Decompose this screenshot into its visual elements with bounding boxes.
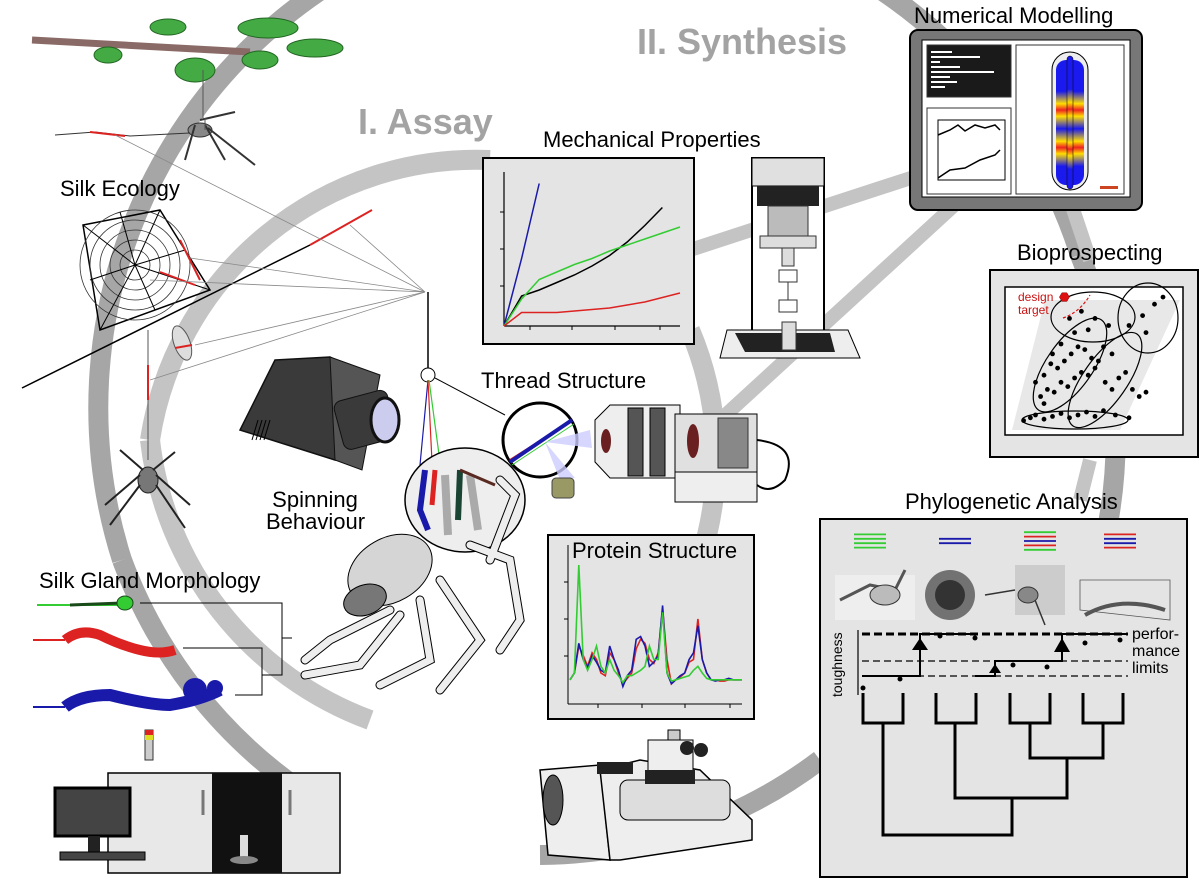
section-title-mechanical-properties: Mechanical Properties (543, 127, 761, 152)
scatter-point (1028, 415, 1033, 421)
scatter-point (1041, 416, 1047, 422)
phase-label-assay: I. Assay (358, 101, 493, 142)
tree-branch (31, 17, 344, 118)
scatter-point (1130, 387, 1135, 392)
taxon-web-4 (1079, 579, 1171, 621)
scatter-point (1045, 387, 1050, 392)
scatter-point (1058, 411, 1064, 416)
modelling-monitor (909, 29, 1143, 211)
scatter-point (1065, 384, 1071, 389)
scatter-point (1136, 394, 1142, 399)
silk-radiating-lines (114, 134, 426, 381)
xray-instrument-icon (594, 404, 790, 503)
wrapped-prey-icon (147, 325, 193, 460)
scatter-point (1062, 358, 1067, 364)
dangling-spider-icon (104, 449, 191, 529)
scatter-point (1050, 414, 1055, 419)
scatter-point (1050, 351, 1055, 357)
mech-series-red (503, 292, 681, 327)
orb-web-icon (21, 209, 373, 389)
scatter-point (1038, 394, 1043, 399)
bioprospecting-annotation: design target (1018, 291, 1053, 316)
mech-series-black (503, 206, 663, 327)
mech-series-blue (503, 183, 540, 327)
scatter-point (1048, 361, 1054, 367)
taxon-spider-3 (984, 565, 1065, 626)
section-title-spinning-behaviour-line1: Spinning (272, 487, 358, 512)
phylo-y-axis-label: toughness (829, 632, 845, 697)
protein-series-green (569, 564, 742, 684)
section-title-spinning-behaviour-line2: Behaviour (265, 509, 366, 534)
camera-icon (238, 356, 401, 471)
mechanical-properties-chart (482, 157, 695, 345)
scatter-point (1075, 412, 1081, 418)
scatter-point (1085, 327, 1091, 333)
central-spider-icon (300, 292, 526, 695)
scatter-point (1143, 330, 1149, 335)
scatter-point (1068, 351, 1074, 357)
performance-limits-label: perfor- mance limits (1132, 626, 1181, 677)
thread-magnifier (501, 401, 592, 499)
silk-gland-icons (33, 595, 292, 712)
scatter-point (1143, 389, 1149, 395)
annotation-line1: design (1018, 290, 1054, 304)
scatter-point (1106, 323, 1111, 328)
tensile-tester-icon (719, 157, 861, 359)
design-target-marker (1059, 292, 1070, 302)
scatter-point (1126, 323, 1132, 328)
section-title-numerical-modelling: Numerical Modelling (914, 3, 1114, 28)
section-title-phylogenetic-analysis: Phylogenetic Analysis (905, 489, 1118, 514)
mech-series-green (503, 226, 681, 327)
scatter-point (1075, 344, 1081, 350)
taxon-spider-1 (835, 569, 915, 620)
scatter-point (1058, 379, 1064, 385)
section-title-silk-ecology: Silk Ecology (60, 176, 180, 201)
scatter-point (1079, 308, 1084, 314)
scatter-point (1041, 401, 1047, 406)
scatter-point (1072, 330, 1077, 335)
taxon-web-2 (925, 570, 975, 620)
raman-microscope-icon (539, 729, 753, 861)
hanging-spider-icon (54, 111, 256, 166)
limits-line1: perfor- (1132, 626, 1180, 643)
scatter-point (1160, 294, 1166, 300)
scatter-point (1109, 387, 1115, 392)
section-title-bioprospecting: Bioprospecting (1017, 240, 1163, 265)
section-title-protein-structure: Protein Structure (572, 538, 738, 563)
scatter-point (1116, 375, 1122, 381)
limits-line3: limits (1132, 659, 1169, 677)
protein-structure-chart (547, 534, 755, 720)
section-title-thread-structure: Thread Structure (481, 368, 647, 393)
scatter-point (1067, 316, 1072, 321)
section-title-silk-gland-morphology: Silk Gland Morphology (39, 568, 261, 593)
scatter-point (1082, 347, 1088, 352)
scatter-point (1123, 370, 1128, 375)
scatter-point (1152, 301, 1157, 307)
scatter-point (1140, 313, 1145, 318)
scatter-point (1058, 341, 1064, 347)
bioprospecting-chart (989, 269, 1199, 458)
annotation-line2: target (1018, 302, 1049, 317)
scatter-point (1084, 409, 1089, 415)
scatter-point (1041, 372, 1047, 378)
phase-label-synthesis: II. Synthesis (637, 21, 848, 62)
scatter-point (1072, 375, 1077, 381)
scatter-point (1102, 379, 1108, 385)
limits-line2: mance (1132, 642, 1181, 660)
scatter-point (1055, 365, 1060, 371)
scatter-point (1092, 414, 1098, 419)
spinning-rig-icon (53, 729, 341, 874)
phylogenetic-chart (819, 518, 1188, 878)
scatter-point (1051, 389, 1057, 395)
scatter-point (1109, 351, 1115, 357)
